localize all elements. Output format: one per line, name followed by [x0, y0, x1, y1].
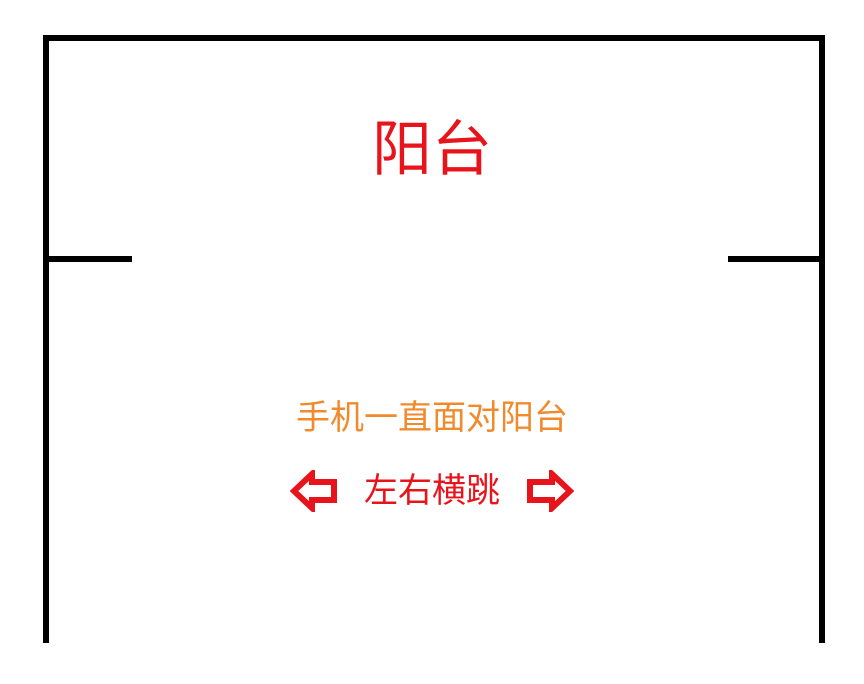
balcony-label: 阳台 [372, 115, 492, 185]
right-wall [819, 35, 825, 643]
phone-orientation-instruction: 手机一直面对阳台 [296, 398, 568, 438]
left-partition-wall [43, 256, 132, 262]
movement-label: 左右横跳 [364, 471, 500, 511]
left-arrow-outline-icon [290, 470, 337, 512]
right-arrow-outline-icon [527, 470, 574, 512]
side-jump-instruction: 左右横跳 [0, 468, 864, 514]
right-partition-wall [728, 256, 825, 262]
top-wall [43, 35, 825, 41]
left-wall [43, 35, 49, 643]
